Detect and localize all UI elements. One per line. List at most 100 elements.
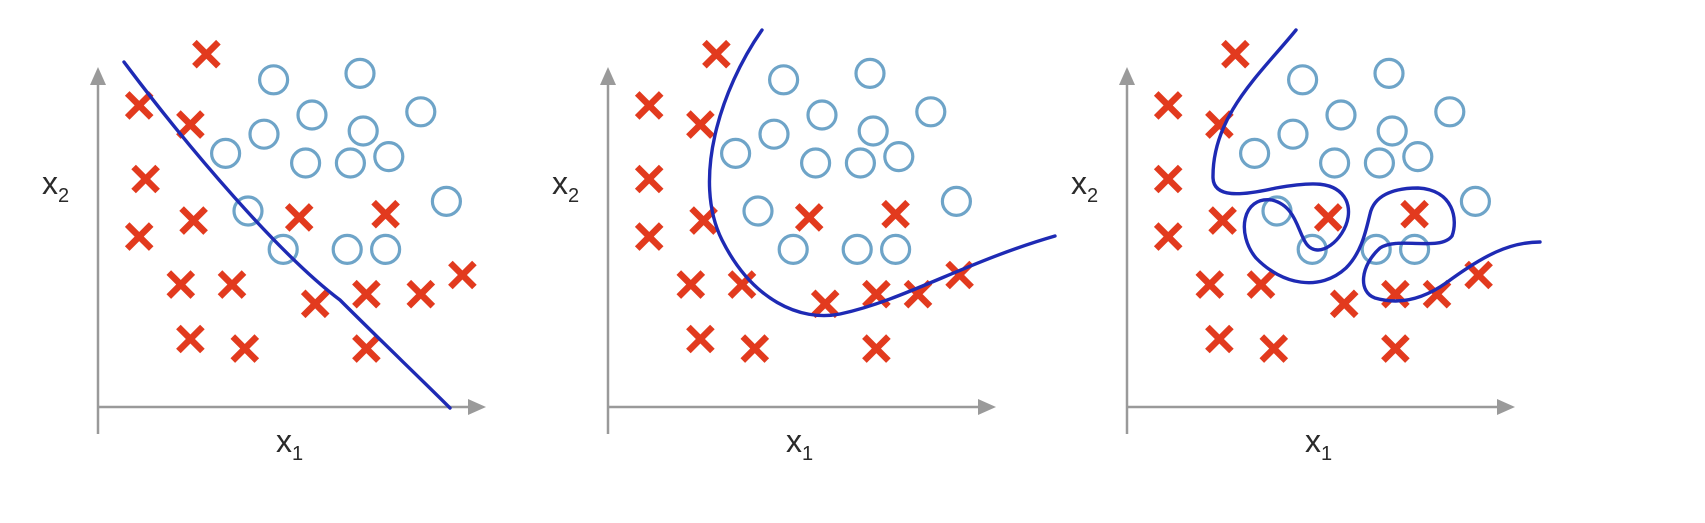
cross-marker — [352, 334, 381, 363]
cross-marker — [300, 289, 330, 319]
x-axis-label-main: x — [276, 423, 292, 459]
circle-marker — [267, 233, 299, 265]
circle-marker — [248, 118, 280, 150]
circle-marker — [1373, 57, 1405, 90]
circle-marker — [742, 195, 774, 227]
cross-marker — [1246, 270, 1276, 299]
y-axis-label-subscript: 2 — [568, 185, 579, 207]
circle-marker — [844, 147, 877, 179]
x-axis-label-main: x — [1305, 423, 1321, 459]
cross-marker — [686, 110, 715, 139]
x-axis-arrowhead — [468, 399, 486, 415]
cross-marker — [1205, 324, 1234, 354]
cross-marker — [862, 334, 891, 363]
circle-marker — [1434, 96, 1466, 128]
circle-marker — [347, 115, 379, 147]
circle-marker — [1398, 233, 1431, 265]
cross-marker — [124, 222, 154, 251]
circle-marker — [1325, 99, 1357, 131]
circle-marker — [1459, 185, 1492, 217]
circle-marker — [758, 118, 790, 150]
circle-marker — [373, 141, 405, 173]
x-axis-label: x1 — [786, 423, 813, 465]
circle-marker — [841, 233, 873, 265]
cross-marker — [1195, 270, 1225, 299]
circle-marker — [296, 99, 328, 131]
cross-marker — [1313, 203, 1343, 232]
cross-marker — [881, 199, 910, 229]
circle-marker — [854, 57, 886, 90]
circle-marker — [1277, 118, 1309, 150]
circle-marker — [1238, 137, 1271, 169]
y-axis-label: x2 — [552, 165, 579, 207]
cross-marker — [1381, 334, 1410, 363]
circle-marker — [1363, 147, 1396, 179]
circle-marker — [370, 233, 402, 265]
y-axis-label-subscript: 2 — [1087, 185, 1098, 207]
cross-marker — [634, 222, 664, 251]
y-axis-label-main: x — [42, 165, 58, 201]
cross-marker — [1153, 91, 1183, 120]
cross-marker — [230, 334, 260, 363]
cross-marker — [794, 203, 824, 232]
y-axis-label-subscript: 2 — [58, 185, 69, 207]
cross-marker — [371, 199, 400, 229]
circle-marker — [331, 233, 363, 265]
x-axis-arrowhead — [1497, 399, 1515, 415]
x-axis-label-subscript: 1 — [802, 443, 813, 465]
cross-marker — [634, 91, 664, 120]
cross-marker — [727, 270, 757, 299]
y-axis-label-main: x — [1071, 165, 1087, 201]
circle-marker — [1360, 233, 1392, 265]
circle-marker — [290, 147, 322, 179]
cross-marker — [1153, 164, 1183, 194]
cross-marker — [192, 39, 221, 69]
cross-marker — [1422, 279, 1452, 309]
cross-marker — [448, 260, 477, 290]
y-axis-label: x2 — [1071, 165, 1098, 207]
circle-marker — [1286, 64, 1319, 96]
cross-marker — [740, 334, 770, 363]
decision-boundary — [707, 28, 1057, 318]
y-axis-arrowhead — [600, 67, 616, 85]
circle-marker — [405, 96, 437, 128]
x-axis-label-subscript: 1 — [292, 443, 303, 465]
y-axis-arrowhead — [90, 67, 106, 85]
cross-marker — [1153, 222, 1183, 251]
circle-marker — [1402, 141, 1434, 173]
cross-marker — [284, 203, 314, 232]
cross-marker — [1221, 39, 1250, 69]
cross-marker — [176, 110, 205, 139]
cross-marker — [1400, 199, 1429, 229]
cross-marker — [1259, 334, 1289, 363]
x-axis-label-subscript: 1 — [1321, 443, 1332, 465]
cross-marker — [131, 164, 160, 194]
circle-marker — [799, 147, 832, 179]
cross-marker — [702, 39, 731, 69]
circle-marker — [232, 195, 264, 227]
circle-marker — [334, 147, 366, 179]
circle-marker — [719, 137, 752, 169]
x-axis-label: x1 — [1305, 423, 1332, 465]
circle-marker — [1376, 115, 1408, 147]
circle-marker — [857, 115, 889, 147]
cross-marker — [1329, 289, 1359, 319]
circle-marker — [430, 185, 462, 217]
circle-marker — [210, 137, 242, 169]
cross-marker — [686, 324, 715, 354]
cross-marker — [179, 206, 208, 235]
cross-marker — [1208, 206, 1237, 235]
decision-boundary — [1211, 28, 1542, 303]
circle-marker — [883, 141, 915, 173]
y-axis-label-main: x — [552, 165, 568, 201]
cross-marker — [124, 91, 154, 120]
cross-marker — [634, 164, 664, 194]
circle-marker — [940, 185, 973, 217]
circle-marker — [344, 57, 376, 90]
circle-marker — [806, 99, 838, 131]
cross-marker — [676, 270, 706, 299]
cross-marker — [217, 270, 247, 299]
